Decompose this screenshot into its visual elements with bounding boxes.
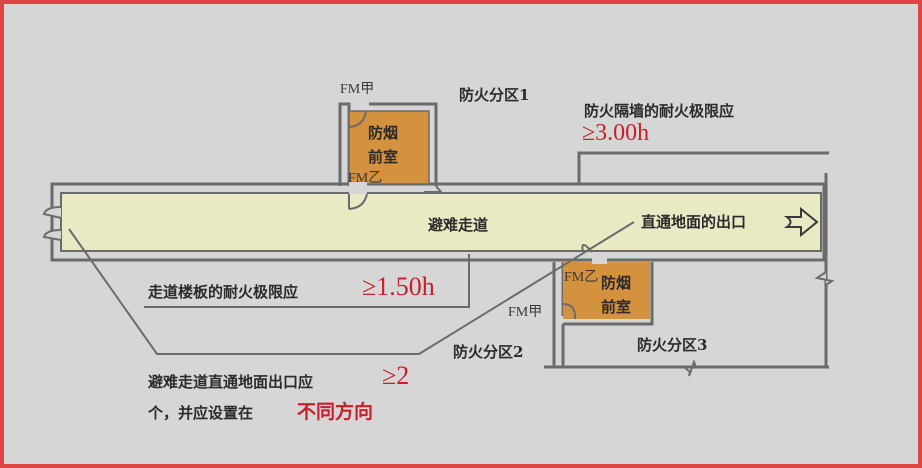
anteroom-1-label-2: 前室 xyxy=(368,148,399,166)
smoke-anteroom-1 xyxy=(349,111,429,184)
floor-plan-drawing xyxy=(42,102,835,377)
anteroom-2-label-2: 前室 xyxy=(601,298,632,316)
door-label-fm-b-2: FM乙 xyxy=(564,270,599,285)
exit-rule-emphasis: 不同方向 xyxy=(297,401,374,423)
fire-zone-3-label: 防火分区3 xyxy=(637,336,708,354)
exit-rule-text-1: 避难走道直通地面出口应 xyxy=(148,373,314,391)
door-label-fm-a-2: FM甲 xyxy=(508,305,543,320)
anteroom-2-label: 防烟 xyxy=(601,274,632,292)
smoke-anteroom-2 xyxy=(563,261,650,319)
corridor-label: 避难走道 xyxy=(428,216,489,234)
exit-rule-value: ≥2 xyxy=(382,361,410,390)
fire-zone-2-label: 防火分区2 xyxy=(453,343,524,361)
floor-rating-value: ≥1.50h xyxy=(362,272,435,301)
break-line-icon xyxy=(683,359,697,377)
wall-rating-text: 防火隔墙的耐火极限应 xyxy=(584,102,735,120)
fire-zone-1-label: 防火分区1 xyxy=(459,86,530,104)
door-swing-icon xyxy=(42,206,62,241)
door-swing-icon xyxy=(348,193,368,210)
fire-partition-wall-top xyxy=(577,151,829,184)
anteroom-1-label: 防烟 xyxy=(368,124,399,142)
door-swing-icon xyxy=(562,303,577,320)
exit-rule-text-2: 个，并应设置在 xyxy=(148,404,254,422)
corridor-walls xyxy=(50,182,826,262)
door-label-fm-b: FM乙 xyxy=(348,171,383,186)
door-swing-icon xyxy=(348,110,367,128)
exit-label: 直通地面的出口 xyxy=(641,213,747,231)
door-label-fm-a: FM甲 xyxy=(340,82,375,97)
break-line-icon xyxy=(814,271,835,286)
wall-rating-value: ≥3.00h xyxy=(582,120,650,146)
exit-arrow-icon xyxy=(783,206,819,238)
floor-rating-text: 走道楼板的耐火极限应 xyxy=(148,283,299,301)
